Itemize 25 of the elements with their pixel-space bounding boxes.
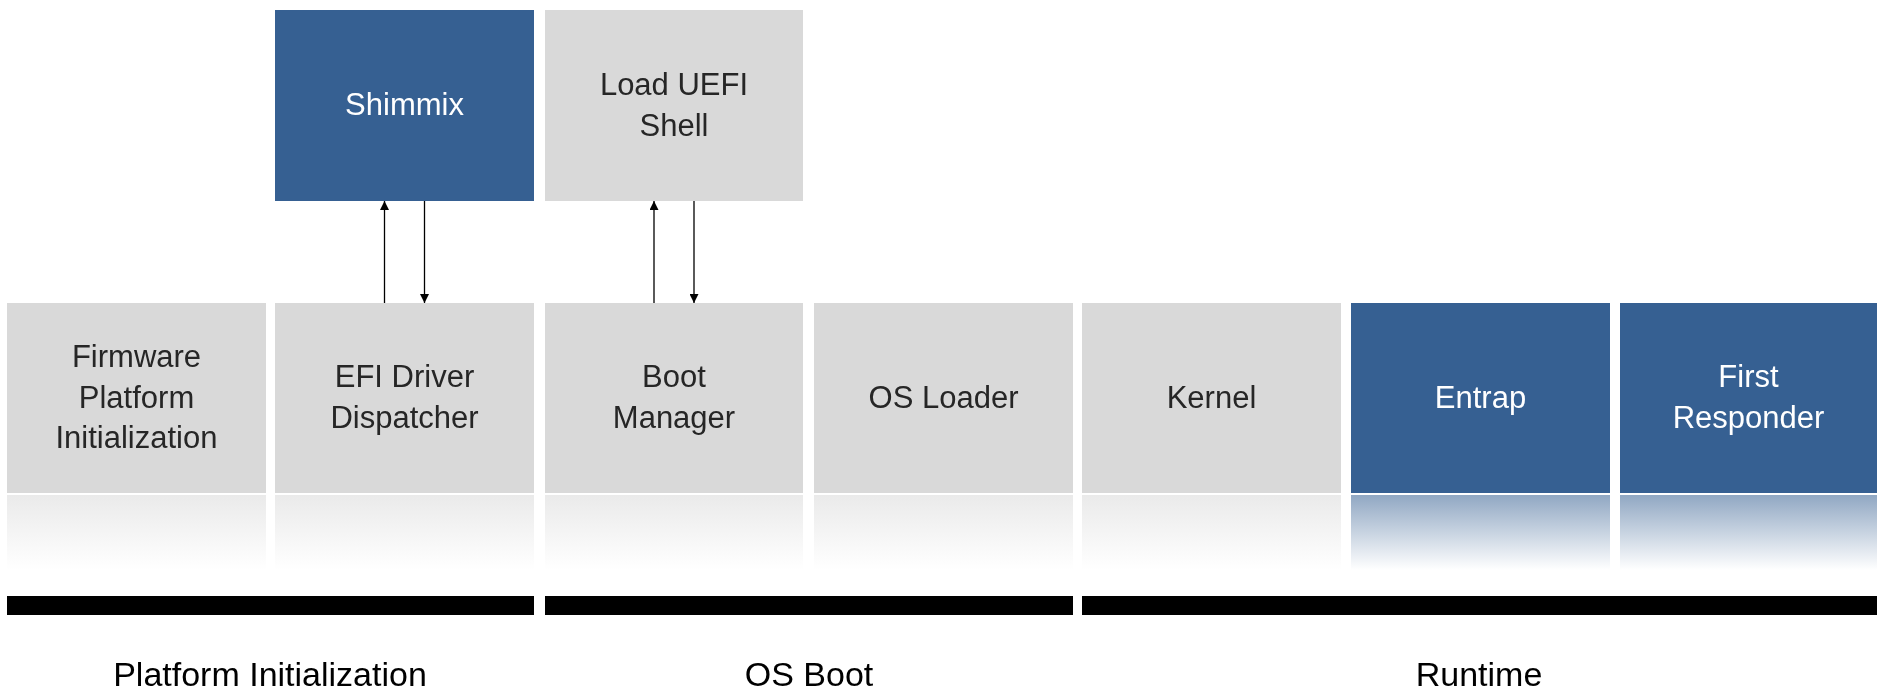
arrow <box>649 200 659 304</box>
arrow <box>420 200 429 304</box>
arrow <box>689 200 699 304</box>
process-box <box>275 303 534 493</box>
process-box <box>545 10 803 201</box>
box-label: Shimmix <box>345 86 464 125</box>
phase-label: OS Boot <box>744 655 874 694</box>
process-box <box>1620 303 1877 493</box>
process-box <box>7 303 266 493</box>
process-box <box>1082 303 1341 493</box>
box-label: Load UEFI Shell <box>598 65 750 145</box>
box-label: OS Loader <box>868 378 1019 417</box>
box-label: First Responder <box>1671 358 1826 437</box>
box-label: Kernel <box>1166 378 1257 417</box>
arrow <box>380 200 389 304</box>
box-label: Entrap <box>1434 378 1527 417</box>
box-label: Boot Manager <box>611 358 737 437</box>
process-box <box>814 303 1073 493</box>
process-box <box>275 10 534 201</box>
process-box <box>545 303 803 493</box>
phase-label: Platform Initialization <box>113 655 427 694</box>
box-label: Firmware Platform Initialization <box>54 337 219 458</box>
phase-label: Runtime <box>1415 655 1543 694</box>
box-label: EFI Driver Dispatcher <box>329 358 480 437</box>
process-box <box>1351 303 1610 493</box>
